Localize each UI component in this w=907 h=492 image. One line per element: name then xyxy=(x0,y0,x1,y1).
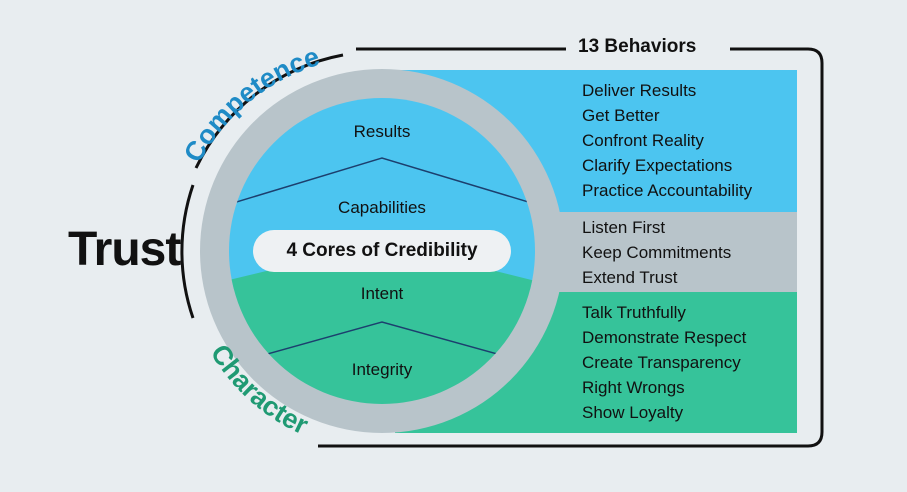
behavior-item: Deliver Results xyxy=(582,81,697,100)
center-pill: 4 Cores of Credibility xyxy=(253,230,511,272)
left-arc-line xyxy=(180,184,195,319)
behavior-item: Extend Trust xyxy=(582,268,678,287)
behavior-item: Listen First xyxy=(582,218,666,237)
behavior-item: Confront Reality xyxy=(582,131,704,150)
center-label: 4 Cores of Credibility xyxy=(286,240,478,261)
competence-behaviors: Deliver Results Get Better Confront Real… xyxy=(582,78,752,203)
competence-arc-line xyxy=(194,53,344,169)
behavior-item: Show Loyalty xyxy=(582,403,684,422)
behavior-item: Get Better xyxy=(582,106,660,125)
shared-behaviors: Listen First Keep Commitments Extend Tru… xyxy=(582,215,731,290)
behavior-item: Practice Accountability xyxy=(582,181,753,200)
band-character-corner xyxy=(782,292,797,433)
core-capabilities: Capabilities xyxy=(338,198,426,217)
behavior-item: Clarify Expectations xyxy=(582,156,733,175)
behavior-item: Demonstrate Respect xyxy=(582,328,747,347)
core-results: Results xyxy=(353,122,411,141)
behavior-item: Talk Truthfully xyxy=(582,303,686,322)
core-intent: Intent xyxy=(360,284,404,303)
behavior-item: Create Transparency xyxy=(582,353,741,372)
behaviors-header: 13 Behaviors xyxy=(568,36,707,58)
behavior-item: Keep Commitments xyxy=(582,243,732,262)
divider-top xyxy=(229,157,535,211)
band-competence-corner xyxy=(782,70,797,212)
behavior-item: Right Wrongs xyxy=(582,378,685,397)
frame-top-line xyxy=(318,47,824,448)
core-integrity: Integrity xyxy=(351,360,413,379)
trust-title: Trust xyxy=(68,223,181,276)
character-behaviors: Talk Truthfully Demonstrate Respect Crea… xyxy=(582,300,746,425)
